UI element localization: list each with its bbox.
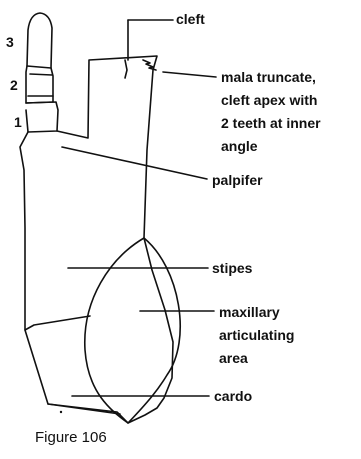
label-maxillary-line-1: maxillary (219, 304, 280, 320)
figure-caption: Figure 106 (35, 429, 107, 446)
label-mala-line-1: mala truncate, (221, 69, 316, 85)
label-maxillary-line-2: articulating (219, 327, 294, 343)
palp-segment-3 (27, 13, 52, 68)
palp-segment-1 (26, 102, 58, 132)
label-maxillary-line-3: area (219, 350, 248, 366)
mala-leader (163, 72, 216, 77)
caption-dot (60, 411, 62, 413)
cardo-edge (48, 404, 120, 414)
label-mala-line-3: 2 teeth at inner (221, 115, 321, 131)
palp-number-1: 1 (14, 114, 22, 130)
palpifer-leader (62, 147, 207, 179)
label-stipes: stipes (212, 260, 253, 276)
palp-number-2: 2 (10, 77, 18, 93)
palp-ring-line (30, 74, 52, 75)
maxilla-outline (20, 56, 173, 423)
label-mala-line-4: angle (221, 138, 258, 154)
stipes-boundary (25, 316, 90, 330)
label-palpifer: palpifer (212, 172, 263, 188)
cleft-mark (125, 60, 127, 78)
palp-segment-2 (26, 66, 53, 103)
label-cleft: cleft (176, 11, 205, 27)
palp-number-3: 3 (6, 34, 14, 50)
label-mala-line-2: cleft apex with (221, 92, 317, 108)
label-cardo: cardo (214, 388, 252, 404)
